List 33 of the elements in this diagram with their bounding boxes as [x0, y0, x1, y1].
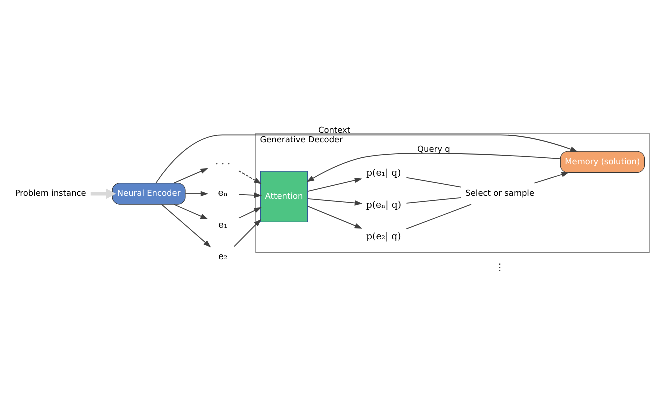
arrow	[174, 168, 208, 184]
arrow	[238, 170, 262, 184]
node-text: eₙ	[218, 188, 228, 200]
node-text: p(e₁| q)	[366, 168, 402, 180]
arrow	[234, 219, 262, 248]
node-text: e₁	[218, 220, 228, 231]
arrow	[161, 204, 212, 248]
node-box: Neural Encoder	[112, 183, 186, 205]
arrow	[308, 206, 362, 229]
connector	[406, 197, 462, 204]
arrow	[308, 198, 363, 206]
arrow	[308, 178, 363, 192]
node-text: . . .	[216, 156, 231, 168]
node-text: p(e₂| q)	[366, 232, 402, 243]
node-text: e₂	[218, 252, 228, 263]
arrow	[90, 188, 116, 200]
connector	[406, 177, 462, 188]
arrow	[534, 172, 570, 184]
node-box: Attention	[260, 171, 308, 222]
label: ⋮	[495, 262, 505, 274]
arrow	[156, 134, 578, 184]
edge-label: Context	[318, 124, 351, 135]
node-text: p(eₙ| q)	[366, 200, 402, 211]
arrow	[174, 204, 208, 220]
connector	[406, 204, 472, 230]
arrow	[306, 153, 561, 182]
arrow	[238, 207, 262, 219]
node-text: Problem instance	[15, 188, 86, 198]
node-box: Memory (solution)	[560, 151, 646, 174]
arrow	[238, 192, 262, 198]
edge-label: Query q	[418, 144, 450, 154]
node-text: Select or sample	[466, 188, 535, 198]
arrow	[185, 191, 209, 197]
